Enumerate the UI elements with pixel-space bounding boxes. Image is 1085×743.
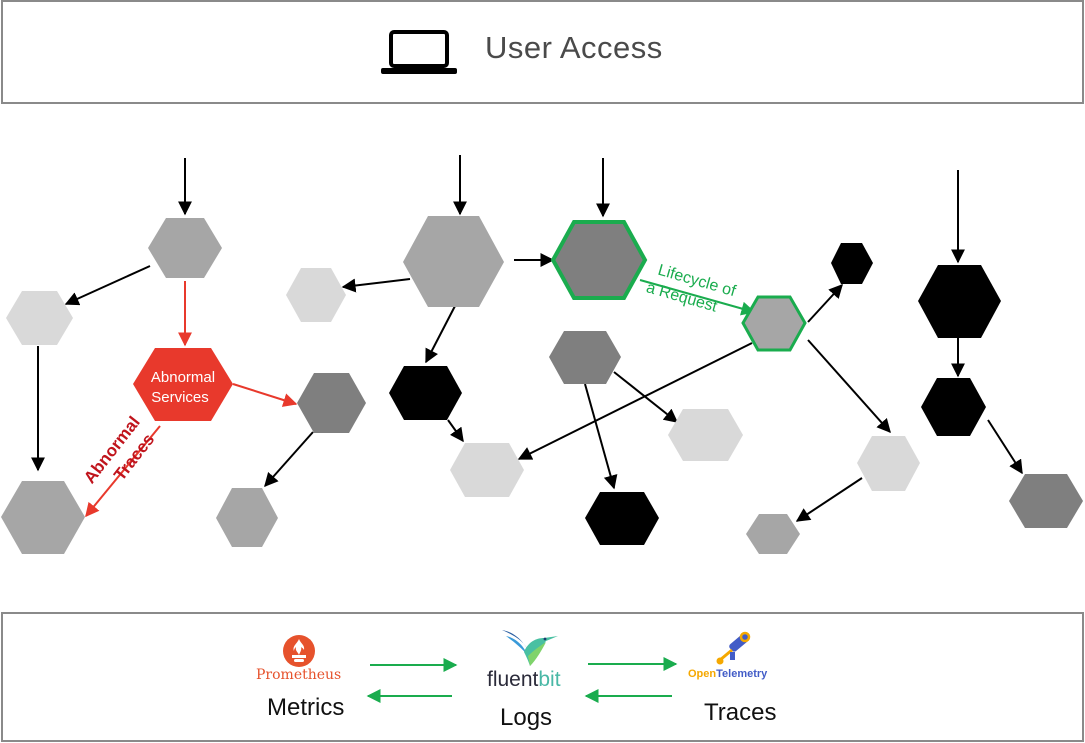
abnormal-service-node [133,348,233,421]
service-node [216,488,278,547]
service-node [1009,474,1083,528]
fluentbit-logo-text-b: bit [538,668,561,691]
arrow [447,419,464,443]
laptop-icon [381,30,457,74]
arrow-abnormal-traces [85,425,161,518]
service-node [297,373,366,433]
lifecycle-label: Lifecycle of a Request [644,262,738,316]
arrow [517,342,753,460]
service-node [1,481,85,554]
arrow-abnormal-out [232,383,298,407]
lifecycle-service-node [741,295,807,352]
arrow [584,383,618,490]
service-node [549,331,621,384]
arrow [807,339,891,434]
opentelemetry-telescope-icon [716,631,751,665]
prometheus-logo-text: Prometheus [256,667,342,683]
abnormal-services-label-2: Services [151,389,209,406]
service-node [918,265,1001,338]
arrow [64,265,151,306]
arrow [613,371,679,423]
service-node [746,514,800,554]
service-node [403,216,504,307]
abnormal-traces-label: Abnormal Traces [80,413,158,487]
service-node [921,378,986,436]
tool-arrows [366,657,678,703]
lifecycle-arrow [639,279,756,316]
arrow [425,305,456,364]
page-title: User Access [485,30,663,65]
opentelemetry-logo-text: OpenTelemetry [688,668,767,680]
arrow [341,278,411,293]
arrow [264,431,314,488]
service-node [389,366,462,420]
prometheus-logo-icon [283,635,315,667]
metrics-label: Metrics [267,694,345,721]
service-node [831,243,873,284]
fluentbit-logo-text: fluentbit [487,668,561,692]
service-node [450,443,524,497]
abnormal-services-label-1: Abnormal [151,369,215,386]
fluentbit-hummingbird-icon [502,630,558,666]
user-access-panel [1,0,1084,104]
arrow [795,477,863,522]
service-graph: Abnormal Services Abnormal Traces Lifecy… [1,155,1083,554]
observability-panel [1,612,1084,742]
service-node [668,409,743,461]
service-nodes [1,216,1083,554]
service-node [286,268,346,322]
service-node [585,492,659,545]
black-arrows [31,155,1023,522]
service-node [148,218,222,278]
opentelemetry-logo-text-a: Open [688,668,717,680]
service-node [6,291,73,345]
logs-label: Logs [500,704,553,731]
opentelemetry-logo-text-b: Telemetry [716,668,768,680]
arrow [987,419,1023,475]
arrow [807,283,843,323]
lifecycle-service-node [550,220,648,300]
traces-label: Traces [704,699,777,726]
fluentbit-logo-text-a: fluent [487,668,539,691]
red-arrows [85,281,298,518]
service-node [857,436,920,491]
